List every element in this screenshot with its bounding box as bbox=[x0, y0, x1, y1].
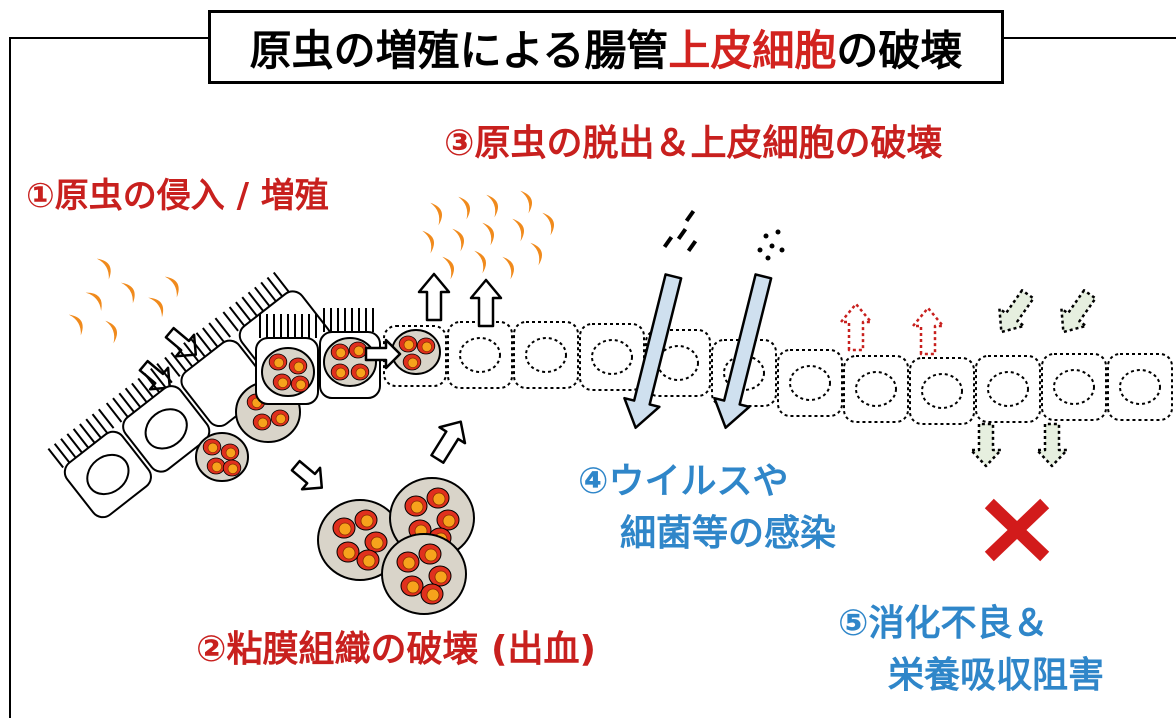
title-highlight: 上皮細胞 bbox=[668, 25, 837, 75]
pathogen-icon bbox=[662, 209, 785, 261]
step-5-label-line2: 栄養吸収阻害 bbox=[888, 655, 1105, 696]
frame bbox=[9, 37, 1176, 718]
step-5-label-line1: ⑤消化不良＆ bbox=[838, 603, 1049, 644]
block-arrow-icon bbox=[623, 273, 773, 429]
step-3-label: ③原虫の脱出＆上皮細胞の破壊 bbox=[444, 123, 943, 164]
block-arrow-icon bbox=[290, 272, 503, 491]
step-4-label-line2: 細菌等の感染 bbox=[620, 513, 837, 554]
title: 原虫の増殖による腸管上皮細胞の破壊 bbox=[208, 10, 1004, 84]
step-1-label: ①原虫の侵入 / 増殖 bbox=[26, 176, 329, 216]
bursting-cell bbox=[383, 325, 447, 387]
step-2-label: ②粘膜組織の破壊 (出血) bbox=[196, 629, 596, 670]
block-arrow-icon bbox=[969, 289, 1097, 468]
title-suffix: の破壊 bbox=[836, 25, 963, 75]
title-prefix: 原虫の増殖による腸管 bbox=[249, 25, 669, 75]
block-arrow-icon bbox=[839, 302, 945, 356]
parasite-icon bbox=[68, 254, 184, 344]
cross-icon bbox=[984, 498, 1050, 562]
step-4-label-line1: ④ウイルスや bbox=[578, 461, 789, 502]
parasite-icon bbox=[422, 188, 558, 280]
detached-tissue bbox=[318, 478, 474, 614]
epithelium-damaged bbox=[447, 321, 1173, 425]
